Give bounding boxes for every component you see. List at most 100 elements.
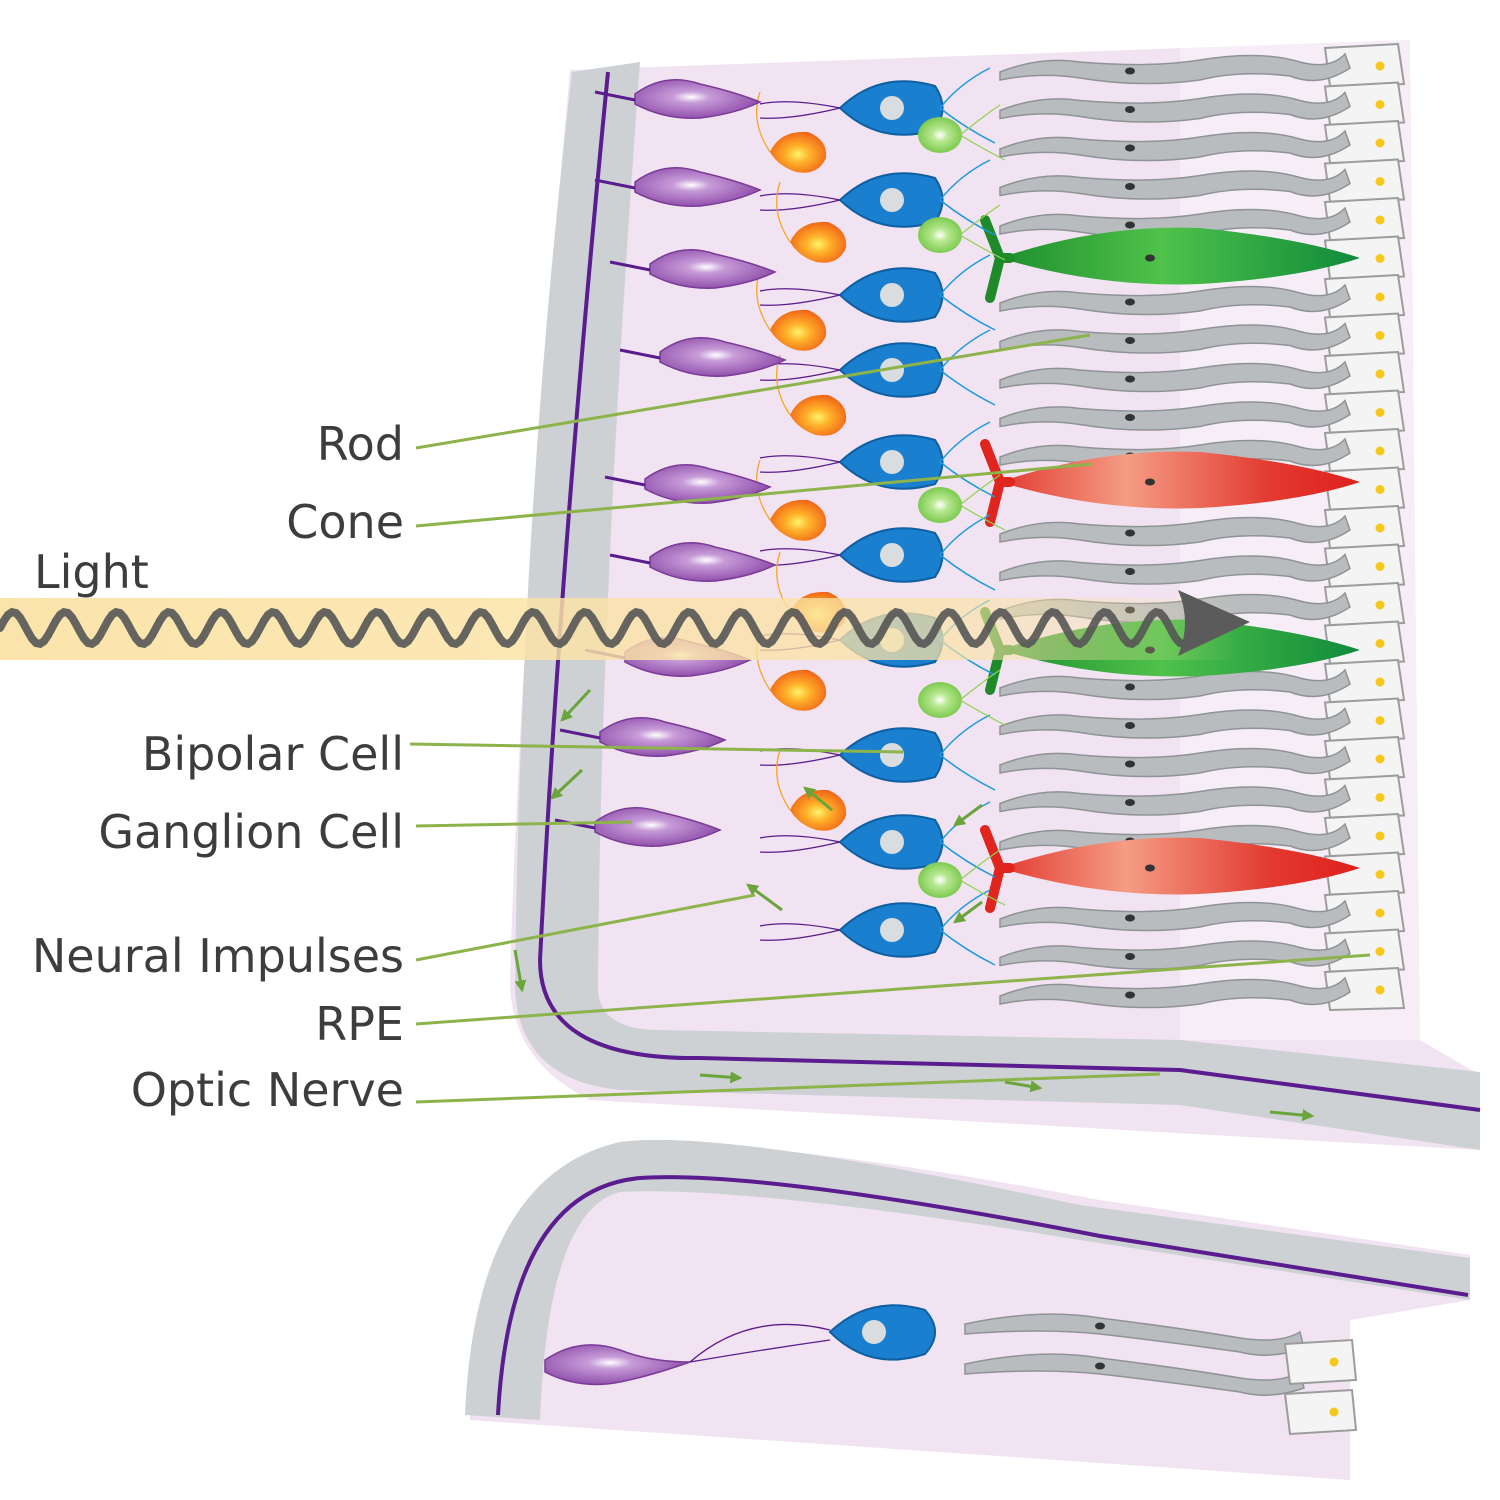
amacrine-cell	[770, 309, 827, 351]
bipolar-dendrite	[939, 67, 996, 144]
bipolar-axon	[759, 923, 841, 941]
cone-cell	[1000, 227, 1360, 285]
rod-nucleus	[1125, 722, 1135, 729]
ganglion-cell	[594, 807, 722, 847]
bipolar-axon	[759, 101, 841, 119]
bipolar-nucleus	[880, 283, 904, 307]
rpe-pigment	[1375, 408, 1385, 417]
rod-cell	[999, 360, 1351, 393]
rpe-pigment	[1375, 254, 1385, 263]
bipolar-dendrite	[939, 254, 996, 331]
label-optic-nerve: Optic Nerve	[131, 1063, 404, 1117]
leader-line-rod	[415, 333, 1091, 450]
rod-nucleus	[1125, 337, 1135, 344]
leader-line-rpe	[415, 953, 1371, 1026]
amacrine-cell	[770, 669, 827, 711]
leader-line-ganglion-cell	[415, 820, 633, 828]
rod-nucleus	[1095, 1322, 1105, 1330]
rod-cell	[999, 668, 1351, 701]
ganglion-axon	[604, 475, 646, 487]
rpe-pigment	[1375, 177, 1385, 186]
rod-nucleus	[1095, 1362, 1105, 1370]
amacrine-process	[776, 749, 791, 811]
amacrine-process	[756, 91, 771, 153]
impulse-arrow-icon	[953, 900, 983, 924]
impulse-arrow-icon	[513, 949, 527, 993]
rod-nucleus	[1125, 991, 1135, 999]
nerve-fiber-layer-band	[515, 62, 1480, 1150]
rod-cell	[999, 129, 1351, 162]
ganglion-cell	[634, 167, 762, 207]
light-arrowhead-icon	[1178, 590, 1250, 656]
rod-nucleus	[1125, 375, 1135, 383]
rpe-pigment	[1375, 138, 1385, 148]
rpe-pigment	[1375, 485, 1385, 494]
bipolar-dendrite	[939, 421, 996, 498]
horizontal-process	[959, 849, 1006, 906]
ganglion-axon	[609, 553, 651, 565]
horizontal-process	[959, 104, 1006, 161]
rod-cell	[999, 322, 1351, 354]
rpe-pigment	[1375, 562, 1385, 571]
rod-cell	[999, 168, 1351, 200]
cone-pedicle	[980, 825, 1015, 913]
impulse-arrow-icon	[699, 1071, 743, 1084]
rpe-pigment	[1375, 793, 1385, 802]
rpe-pigment	[1375, 908, 1385, 918]
rpe-pigment	[1375, 61, 1385, 71]
ganglion-cell	[659, 337, 787, 377]
bipolar-dendrite	[939, 159, 996, 236]
rpe-pigment	[1375, 947, 1385, 956]
rod-nucleus	[1125, 953, 1135, 960]
horizontal-process	[959, 669, 1006, 726]
bipolar-dendrite	[939, 714, 996, 791]
label-neural-impulses: Neural Impulses	[32, 929, 404, 983]
ganglion-axon	[609, 260, 651, 272]
horizontal-process	[959, 474, 1006, 531]
horizontal-cell	[918, 117, 962, 153]
ganglion-cell	[634, 79, 762, 119]
horizontal-cell	[918, 217, 962, 253]
bipolar-nucleus	[880, 918, 904, 942]
amacrine-cell	[790, 394, 847, 436]
rod-cell	[999, 283, 1351, 316]
rpe-pigment	[1375, 331, 1385, 340]
rpe-pigment	[1329, 1407, 1339, 1417]
amacrine-process	[776, 181, 791, 243]
bipolar-dendrite	[939, 889, 996, 966]
rpe-pigment	[1375, 754, 1385, 764]
rpe-pigment	[1375, 677, 1385, 687]
leader-line-bipolar-cell	[409, 742, 904, 754]
impulse-arrow-icon	[560, 688, 592, 722]
light-wave	[0, 607, 1188, 649]
rpe-pigment	[1375, 600, 1385, 610]
leader-line-optic-nerve	[415, 1072, 1161, 1104]
rod-cell	[999, 976, 1351, 1009]
rod-nucleus	[1125, 568, 1135, 575]
horizontal-cell	[918, 682, 962, 718]
label-rod: Rod	[317, 417, 404, 471]
rpe-pigment	[1375, 523, 1385, 533]
rpe-pigment	[1375, 100, 1385, 109]
rpe-cell	[1323, 851, 1406, 896]
impulse-arrow-icon	[550, 768, 584, 800]
amacrine-cell	[790, 221, 847, 263]
impulse-arrow-icon	[1269, 1109, 1315, 1122]
bipolar-nucleus	[880, 543, 904, 567]
rod-cell	[999, 899, 1351, 932]
rod-cell	[999, 399, 1351, 431]
bipolar-nucleus	[880, 830, 904, 854]
rod-nucleus	[1125, 529, 1135, 537]
rpe-pigment	[1375, 985, 1385, 995]
rod-nucleus	[1125, 414, 1135, 421]
impulse-arrow-icon	[1004, 1080, 1043, 1093]
cone-cell	[1000, 451, 1360, 509]
bipolar-nucleus	[880, 188, 904, 212]
rod-cell	[999, 745, 1351, 778]
rod-nucleus	[1125, 799, 1135, 806]
bipolar-nucleus	[880, 743, 904, 767]
bipolar-axon	[759, 193, 841, 211]
rod-nucleus	[1125, 683, 1135, 691]
rpe-pigment	[1375, 639, 1385, 648]
